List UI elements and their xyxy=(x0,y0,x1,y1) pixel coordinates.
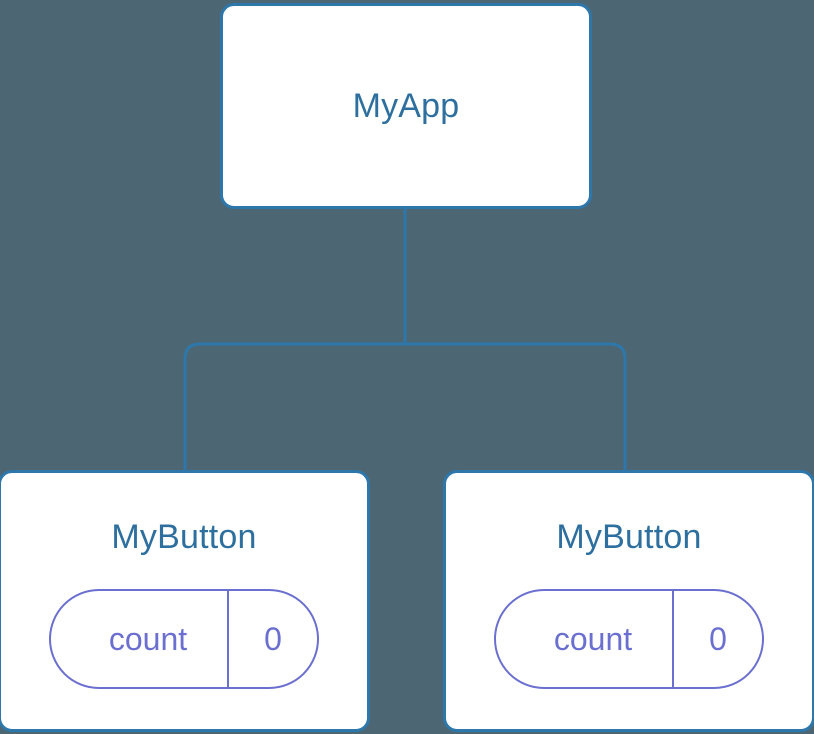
state-pill[interactable]: count 0 xyxy=(494,589,764,689)
node-myapp[interactable]: MyApp xyxy=(220,3,592,209)
state-value: 0 xyxy=(672,591,762,687)
state-key: count xyxy=(108,621,188,657)
state-key: count xyxy=(553,621,633,657)
state-value: 0 xyxy=(227,591,317,687)
node-mybutton-0[interactable]: MyButton count 0 xyxy=(0,470,370,732)
connector-branches xyxy=(183,342,627,472)
state-pill[interactable]: count 0 xyxy=(49,589,319,689)
node-title: MyButton xyxy=(556,518,702,556)
node-title: MyApp xyxy=(352,87,460,125)
node-mybutton-1[interactable]: MyButton count 0 xyxy=(443,470,814,732)
node-title: MyButton xyxy=(111,518,257,556)
